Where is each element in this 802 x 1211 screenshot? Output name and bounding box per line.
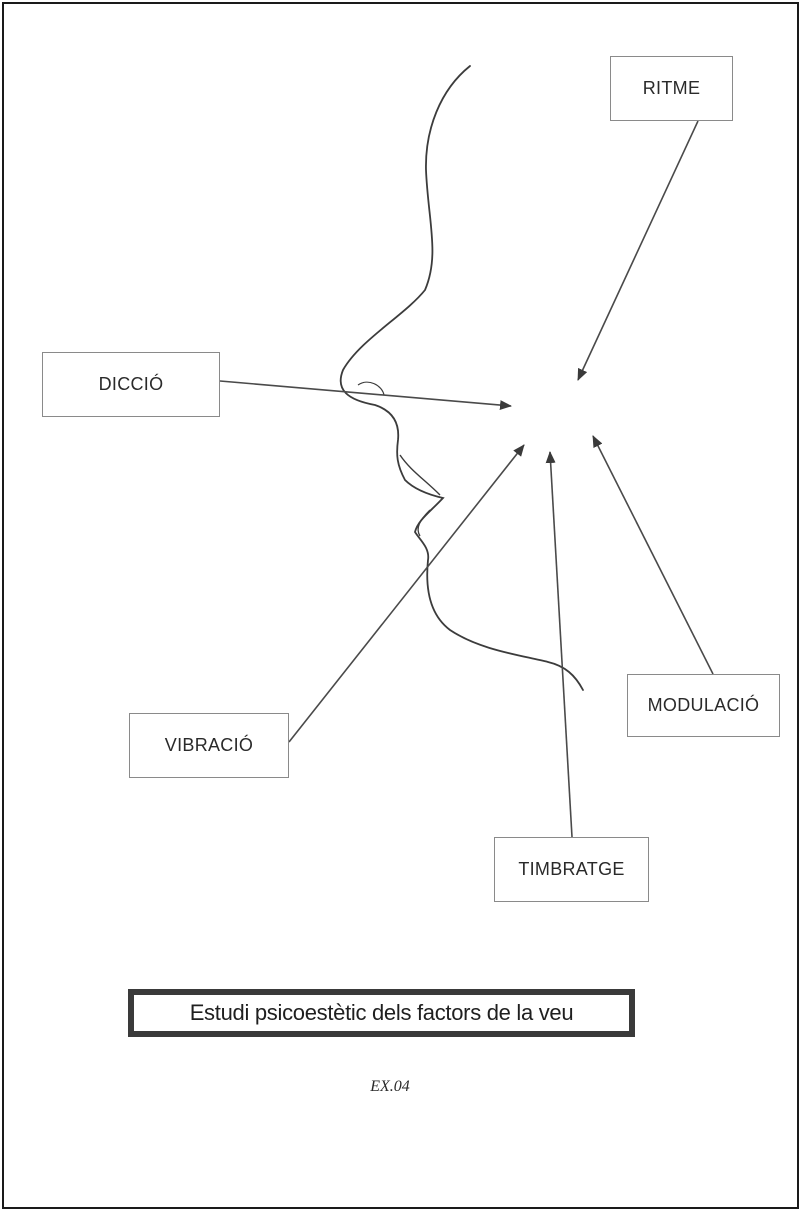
label-modulacio-text: MODULACIÓ	[647, 695, 760, 715]
label-diccio: DICCIÓ	[42, 352, 220, 417]
label-diccio-text: DICCIÓ	[98, 374, 164, 394]
label-ritme: RITME	[610, 56, 733, 121]
arrow-timbratge	[545, 451, 573, 838]
lip-detail	[399, 454, 441, 496]
arrow-ritme	[577, 120, 699, 381]
face-profile-outline	[339, 65, 584, 691]
label-timbratge: TIMBRATGE	[494, 837, 649, 902]
label-vibracio: VIBRACIÓ	[129, 713, 289, 778]
nostril-detail	[357, 381, 385, 396]
label-modulacio: MODULACIÓ	[627, 674, 780, 737]
diagram-title-box: Estudi psicoestètic dels factors de la v…	[128, 989, 635, 1037]
label-ritme-text: RITME	[642, 78, 701, 98]
label-timbratge-text: TIMBRATGE	[518, 859, 625, 879]
label-vibracio-text: VIBRACIÓ	[164, 735, 254, 755]
arrow-vibracio	[288, 444, 525, 743]
arrow-diccio	[219, 380, 512, 411]
chin-detail	[417, 509, 431, 537]
figure-code: EX.04	[370, 1078, 410, 1095]
arrow-modulacio	[592, 435, 714, 675]
diagram-title: Estudi psicoestètic dels factors de la v…	[189, 1000, 574, 1025]
